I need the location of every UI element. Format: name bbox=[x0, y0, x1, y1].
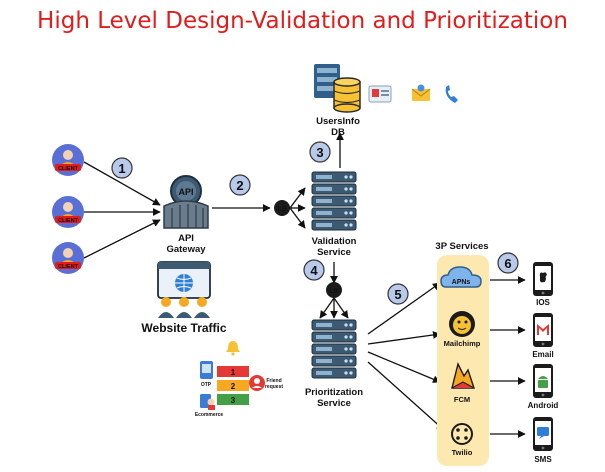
svg-text:2: 2 bbox=[231, 382, 236, 391]
client-icon: CLIENT bbox=[52, 242, 84, 274]
validation-service-label-line2: Service bbox=[317, 247, 351, 258]
api-gateway-icon: API bbox=[163, 175, 209, 229]
priority-bar-3 bbox=[217, 394, 249, 405]
database-icon bbox=[314, 64, 361, 113]
friend-request-label-line2: request bbox=[265, 384, 283, 390]
step-badge-4: 4 bbox=[303, 259, 325, 281]
friend-request-icon bbox=[249, 375, 265, 391]
svg-text:4: 4 bbox=[310, 263, 318, 278]
step-badge-2: 2 bbox=[229, 174, 251, 196]
validation-server-icon bbox=[311, 171, 357, 231]
validation-service-label-line1: Validation bbox=[312, 236, 357, 247]
svg-text:3: 3 bbox=[231, 396, 236, 405]
mailchimp-label: Mailchimp bbox=[444, 339, 481, 348]
load-balancer-icon: LB bbox=[326, 282, 342, 298]
third-party-services-panel bbox=[437, 255, 489, 466]
api-gateway-label-line2: Gateway bbox=[166, 244, 206, 255]
mail-icon bbox=[411, 84, 431, 101]
fcm-label: FCM bbox=[454, 395, 470, 404]
android-label: Android bbox=[528, 401, 559, 410]
svg-text:3: 3 bbox=[316, 145, 323, 160]
svg-text:CLIENT: CLIENT bbox=[58, 264, 79, 270]
step-badge-3: 3 bbox=[309, 141, 331, 163]
sms-label: SMS bbox=[534, 455, 552, 464]
email-label: Email bbox=[532, 350, 553, 359]
prioritization-server-icon bbox=[311, 319, 357, 379]
ecommerce-icon bbox=[200, 394, 215, 410]
phone-call-icon bbox=[445, 85, 458, 103]
apns-icon: APNs bbox=[440, 266, 482, 288]
client-icon: CLIENT bbox=[52, 144, 84, 176]
priority-queue-illustration: OTP 1 2 3 Friend request Ecommerce bbox=[195, 341, 283, 418]
ios-device-icon bbox=[533, 262, 553, 296]
android-device-icon bbox=[533, 364, 553, 398]
third-party-services-title: 3P Services bbox=[435, 241, 488, 252]
diagram-title: High Level Design-Validation and Priorit… bbox=[37, 8, 568, 34]
svg-text:6: 6 bbox=[504, 256, 511, 271]
svg-text:1: 1 bbox=[118, 161, 125, 176]
client-icon: CLIENT bbox=[52, 196, 84, 228]
users-db-label-line2: DB bbox=[331, 127, 345, 138]
svg-text:2: 2 bbox=[236, 178, 243, 193]
otp-label: OTP bbox=[201, 382, 212, 388]
priority-bar-2 bbox=[217, 380, 249, 391]
twilio-icon bbox=[451, 423, 473, 445]
svg-text:CLIENT: CLIENT bbox=[58, 218, 79, 224]
priority-bar-1 bbox=[217, 366, 249, 377]
bell-icon bbox=[226, 341, 240, 356]
svg-text:API: API bbox=[178, 187, 193, 197]
svg-text:APNs: APNs bbox=[452, 279, 471, 286]
step-badge-5: 5 bbox=[387, 283, 409, 305]
svg-text:1: 1 bbox=[231, 368, 236, 377]
mailchimp-icon bbox=[449, 311, 475, 337]
fcm-icon bbox=[451, 361, 475, 389]
email-device-icon bbox=[533, 313, 553, 347]
users-db-label-line1: UsersInfo bbox=[316, 116, 360, 127]
users-group-icon bbox=[158, 297, 210, 318]
browser-globe-icon bbox=[157, 261, 211, 299]
step-badge-6: 6 bbox=[497, 252, 519, 274]
sms-device-icon bbox=[533, 417, 553, 451]
website-traffic-label: Website Traffic bbox=[141, 321, 226, 335]
prioritization-service-label-line2: Service bbox=[317, 398, 351, 409]
twilio-label: Twilio bbox=[452, 448, 473, 457]
api-gateway-label-line1: API bbox=[178, 233, 194, 244]
connection-arrows bbox=[83, 132, 526, 438]
ecommerce-label: Ecommerce bbox=[195, 412, 224, 418]
contact-card-icon bbox=[368, 85, 392, 103]
svg-text:LB: LB bbox=[277, 206, 286, 213]
svg-text:CLIENT: CLIENT bbox=[58, 166, 79, 172]
load-balancer-icon: LB bbox=[274, 200, 290, 216]
ios-label: IOS bbox=[536, 298, 550, 307]
svg-text:LB: LB bbox=[329, 288, 338, 295]
prioritization-service-label-line1: Prioritization bbox=[305, 387, 363, 398]
svg-text:5: 5 bbox=[394, 287, 401, 302]
friend-request-label-line1: Friend bbox=[266, 378, 281, 384]
step-badge-1: 1 bbox=[111, 157, 133, 179]
